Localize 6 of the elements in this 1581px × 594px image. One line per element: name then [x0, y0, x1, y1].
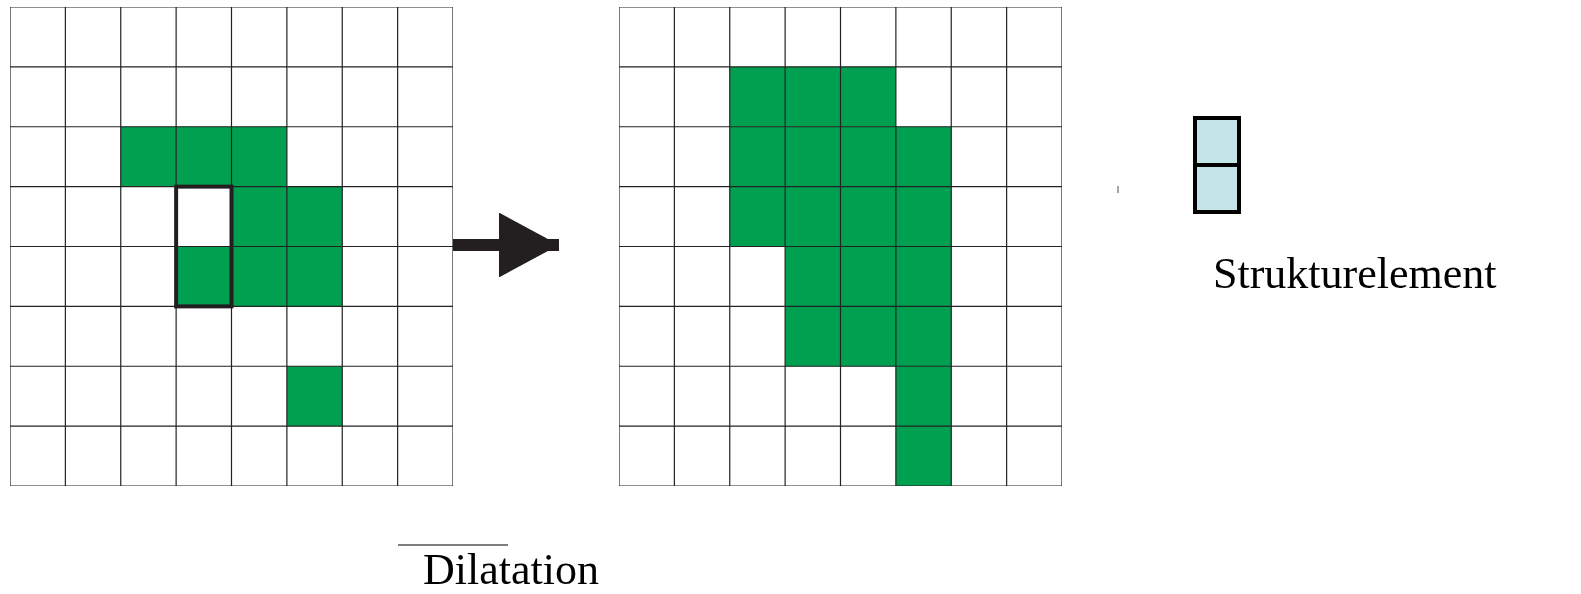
- arrow: [453, 212, 559, 278]
- pixel-grid: [619, 7, 1062, 486]
- pixel-grid: [10, 7, 453, 486]
- structuring-element: [1193, 116, 1241, 214]
- caption: Dilatation: [423, 548, 599, 592]
- element-label: Strukturelement: [1213, 252, 1497, 296]
